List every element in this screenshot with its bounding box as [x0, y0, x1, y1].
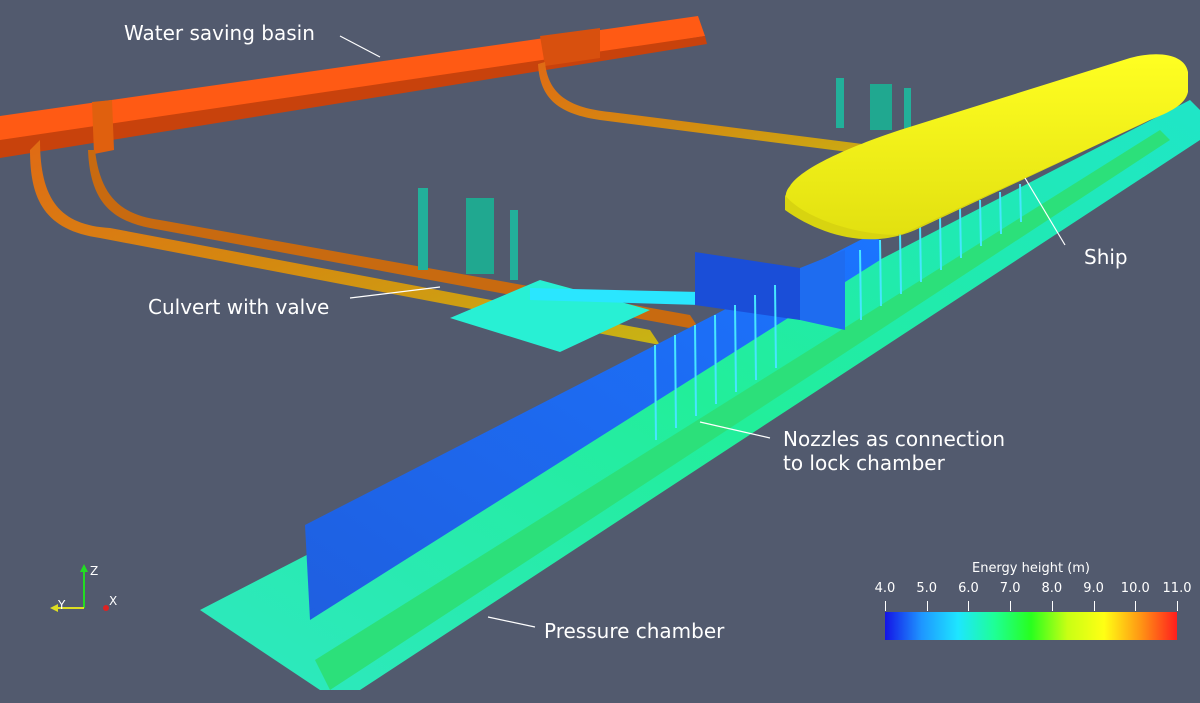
axis-z-label: Z [90, 564, 99, 578]
colorbar-tick-mark [926, 601, 928, 611]
colorbar-tick-label: 10.0 [1120, 581, 1150, 596]
ship [785, 54, 1188, 240]
pressure-chamber-floor [200, 100, 1200, 690]
colorbar-tick-label: 11.0 [1162, 581, 1192, 596]
colorbar-tick-mark [1093, 601, 1095, 611]
valve-right [836, 78, 911, 130]
label-pressure-chamber: Pressure chamber [544, 619, 725, 643]
colorbar-tick-mark [968, 601, 970, 611]
label-nozzles-line2: to lock chamber [783, 451, 945, 475]
label-nozzles-line1: Nozzles as connection [783, 427, 1006, 451]
label-culvert-with-valve: Culvert with valve [148, 295, 330, 319]
orientation-axes [50, 564, 109, 612]
valve-left [418, 188, 518, 280]
label-water-saving-basin: Water saving basin [124, 21, 315, 45]
colorbar-tick-label: 9.0 [1083, 581, 1104, 596]
colorbar-tick-mark [1177, 601, 1178, 611]
colorbar-gradient [885, 612, 1177, 640]
colorbar-tick-mark [1010, 601, 1012, 611]
right-culvert [538, 62, 910, 160]
colorbar-tick-mark [1051, 601, 1053, 611]
colorbar-tick-mark [885, 601, 886, 611]
water-saving-basin [0, 16, 707, 158]
axis-x-label: X [109, 594, 118, 608]
pressure-chamber-rib [315, 130, 1170, 690]
label-ship: Ship [1084, 245, 1128, 269]
colorbar-tick-label: 7.0 [999, 581, 1021, 596]
colorbar-tick-label: 4.0 [874, 581, 896, 596]
colorbar-tick-label: 8.0 [1041, 581, 1063, 596]
leader-lines [339, 35, 1066, 628]
colorbar-tick-label: 6.0 [958, 581, 979, 596]
colorbar-tick-mark [1135, 601, 1137, 611]
colorbar-title: Energy height (m) [971, 561, 1091, 576]
axis-y-label: Y [58, 598, 66, 612]
nozzles [654, 183, 1022, 441]
colorbar-tick-label: 5.0 [916, 581, 938, 596]
